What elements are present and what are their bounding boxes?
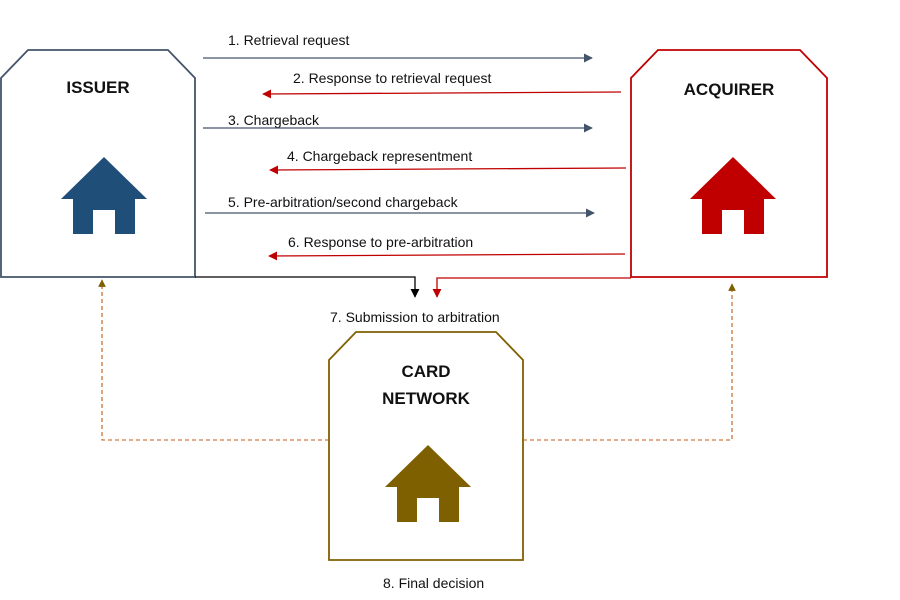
issuer-title: ISSUER xyxy=(66,78,129,97)
network-to-issuer-dashed xyxy=(98,279,329,441)
step-6-arrow xyxy=(268,251,626,261)
card-network-title-line1: CARD xyxy=(401,362,450,381)
network-to-acquirer-dashed xyxy=(523,283,736,441)
step-4-label: 4. Chargeback representment xyxy=(287,148,472,164)
step-7-label: 7. Submission to arbitration xyxy=(330,309,500,325)
step-1-label: 1. Retrieval request xyxy=(228,32,350,48)
acquirer-title: ACQUIRER xyxy=(684,80,775,99)
house-icon xyxy=(690,157,776,234)
acquirer-node: ACQUIRER xyxy=(630,49,828,278)
step-8-label: 8. Final decision xyxy=(383,575,484,591)
house-icon xyxy=(385,445,471,522)
issuer-to-network-connector xyxy=(195,276,420,298)
step-6-label: 6. Response to pre-arbitration xyxy=(288,234,473,250)
acquirer-to-network-connector xyxy=(432,277,631,298)
card-network-box xyxy=(328,331,524,561)
step-5-label: 5. Pre-arbitration/second chargeback xyxy=(228,194,459,210)
step-2-arrow xyxy=(262,89,622,99)
card-network-title-line2: NETWORK xyxy=(382,389,471,408)
step-2-label: 2. Response to retrieval request xyxy=(293,70,492,86)
step-4-arrow xyxy=(269,165,627,175)
step-3-label: 3. Chargeback xyxy=(228,112,320,128)
house-icon xyxy=(61,157,147,234)
card-network-node: CARD NETWORK xyxy=(328,331,524,561)
issuer-node: ISSUER xyxy=(0,49,196,278)
